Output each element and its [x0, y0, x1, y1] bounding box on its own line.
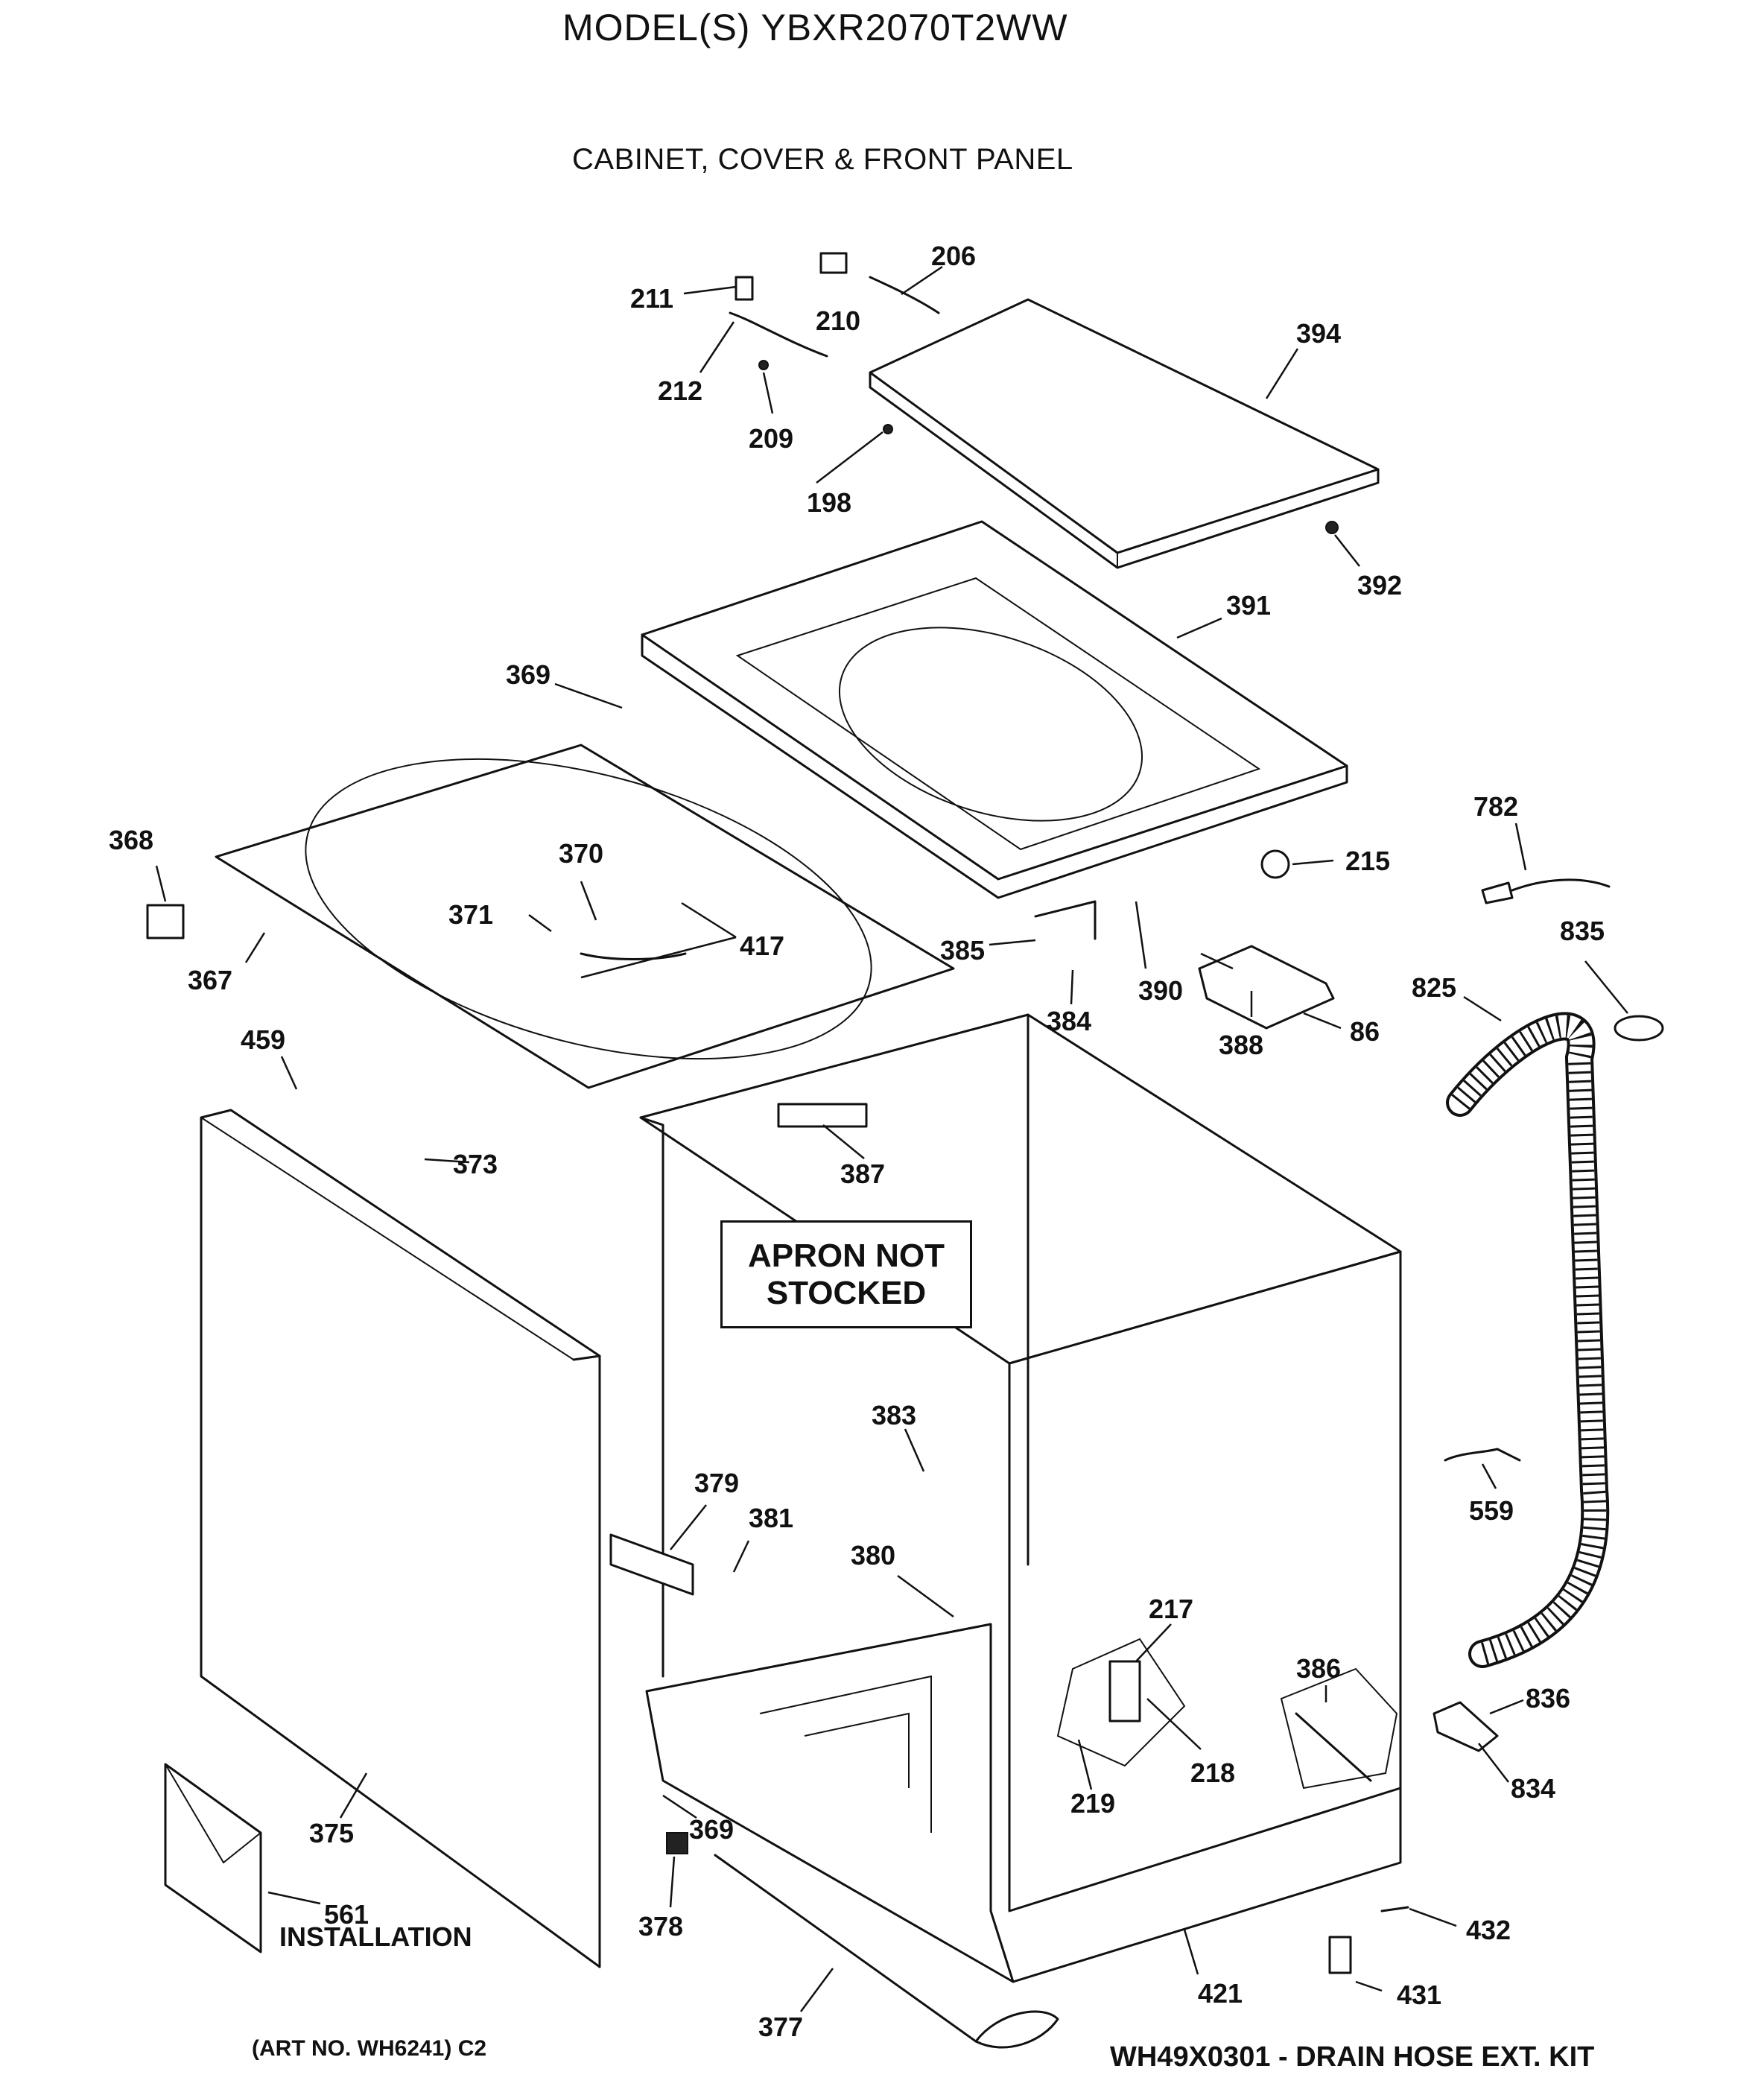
installation-envelope-561: [164, 1763, 262, 1953]
part-431: [1328, 1936, 1352, 1974]
label-392: 392: [1357, 570, 1402, 600]
label-459: 459: [241, 1024, 285, 1055]
hinge-parts-206-212: [729, 252, 940, 434]
top-frame-367: [215, 744, 955, 1089]
label-367: 367: [188, 965, 232, 995]
wire-782: [1481, 878, 1611, 904]
top-cover-391: [641, 520, 1348, 899]
leader-lines: [155, 265, 1628, 2012]
art-number: (ART NO. WH6241) C2: [252, 2036, 487, 2061]
installation-label: INSTALLATION: [279, 1921, 472, 1952]
label-432: 432: [1466, 1915, 1511, 1945]
label-834: 834: [1511, 1773, 1555, 1804]
cabinet: [639, 1013, 1402, 1912]
label-381: 381: [749, 1503, 793, 1533]
label-388: 388: [1219, 1030, 1263, 1060]
part-217: [1108, 1660, 1141, 1723]
label-394: 394: [1296, 318, 1341, 349]
label-417: 417: [740, 931, 784, 961]
wire-559: [1444, 1448, 1521, 1462]
drain-hose-825: [1446, 1012, 1610, 1668]
label-836: 836: [1526, 1683, 1570, 1714]
label-421: 421: [1198, 1978, 1243, 2009]
label-379: 379: [694, 1468, 739, 1498]
label-369-bottom: 369: [689, 1814, 734, 1845]
label-391: 391: [1226, 590, 1271, 621]
label-86: 86: [1350, 1016, 1380, 1047]
label-386: 386: [1296, 1653, 1341, 1684]
label-431: 431: [1397, 1980, 1441, 2010]
label-206: 206: [931, 241, 976, 271]
rail-379: [609, 1533, 694, 1596]
label-198: 198: [807, 487, 851, 518]
label-782: 782: [1473, 791, 1518, 822]
label-373: 373: [453, 1149, 498, 1179]
label-371: 371: [448, 899, 493, 930]
label-377: 377: [758, 2012, 803, 2042]
label-215: 215: [1345, 846, 1390, 876]
front-panel-375: [200, 1109, 601, 1968]
drain-hose-kit-note: WH49X0301 - DRAIN HOSE EXT. KIT: [1110, 2041, 1595, 2073]
label-378: 378: [638, 1911, 683, 1942]
label-210: 210: [816, 305, 860, 336]
label-825: 825: [1412, 972, 1456, 1003]
label-375: 375: [309, 1818, 354, 1848]
label-383: 383: [872, 1400, 916, 1430]
model-title: MODEL(S) YBXR2070T2WW: [562, 7, 1068, 48]
apron-not-stocked-box: APRON NOT STOCKED: [720, 1220, 972, 1328]
part-385: [1034, 900, 1097, 940]
inset-217: [1056, 1638, 1186, 1767]
label-212: 212: [658, 375, 702, 406]
label-368: 368: [109, 825, 153, 855]
part-378: [666, 1832, 688, 1854]
apron-line2: STOCKED: [766, 1274, 927, 1311]
label-559: 559: [1469, 1495, 1514, 1526]
label-369-top: 369: [506, 659, 551, 690]
part-432: [1380, 1906, 1409, 1912]
leveling-rod-377: [714, 1854, 1059, 2049]
label-211: 211: [630, 283, 673, 314]
label-219: 219: [1070, 1788, 1115, 1819]
label-217: 217: [1149, 1594, 1193, 1624]
label-385: 385: [940, 935, 985, 966]
lid-394: [869, 298, 1380, 569]
part-392: [1325, 521, 1339, 534]
label-218: 218: [1190, 1758, 1235, 1788]
section-title: CABINET, COVER & FRONT PANEL: [572, 143, 1073, 176]
clamp-835: [1614, 1015, 1664, 1042]
part-387: [777, 1103, 868, 1128]
label-561: 561: [324, 1899, 369, 1930]
label-384: 384: [1047, 1006, 1091, 1036]
label-835: 835: [1560, 916, 1605, 946]
part-834: [1433, 1701, 1499, 1752]
part-labels: 206 211 210 212 209 198 394 392 391 369 …: [109, 241, 1605, 2042]
label-209: 209: [749, 423, 793, 454]
inset-386: [1280, 1667, 1398, 1790]
part-368: [146, 904, 185, 939]
label-380: 380: [851, 1540, 895, 1571]
base-421: [645, 1623, 1402, 1983]
apron-line1: APRON NOT: [748, 1237, 945, 1274]
part-386: [1295, 1712, 1372, 1782]
label-387: 387: [840, 1159, 885, 1189]
label-390: 390: [1138, 975, 1183, 1006]
bracket-388: [1198, 849, 1335, 1030]
label-370: 370: [559, 838, 603, 869]
